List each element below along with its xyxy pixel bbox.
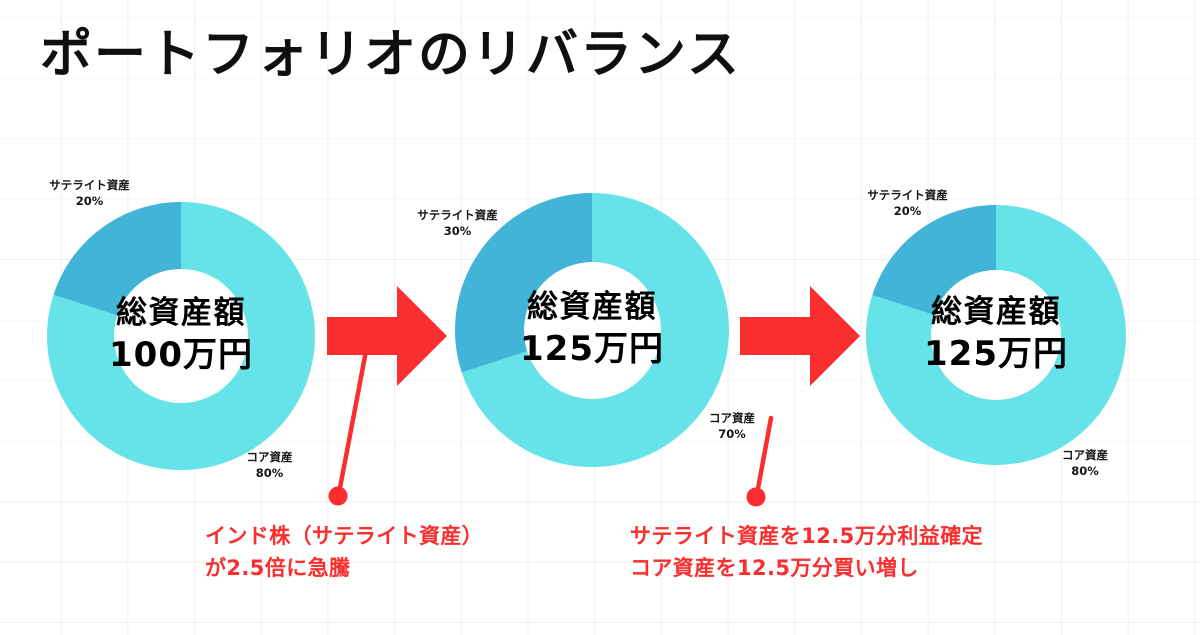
donut-center-before: 総資産額 100万円 (109, 269, 252, 403)
page-title: ポートフォリオのリバランス (40, 25, 741, 85)
satellite-label-text-before: サテライト資産 (49, 178, 130, 192)
total-asset-title-after-surge: 総資産額 (527, 289, 657, 326)
total-asset-title-after-rebalance: 総資産額 (931, 294, 1061, 331)
donut-center-after-surge: 総資産額 125万円 (520, 261, 663, 399)
satellite-label-after-rebalance: サテライト資産 20% (860, 188, 955, 219)
core-pct-after-rebalance: 80% (1071, 463, 1099, 478)
callout-connector-2 (746, 415, 774, 507)
core-label-after-surge: コア資産 70% (697, 411, 767, 442)
donut-chart-after-surge: 総資産額 125万円 (455, 193, 729, 467)
total-asset-value-before: 100万円 (109, 335, 253, 376)
satellite-label-after-surge: サテライト資産 30% (410, 208, 505, 239)
satellite-pct-after-rebalance: 20% (893, 203, 922, 218)
core-label-text-after-rebalance: コア資産 (1062, 448, 1108, 462)
satellite-label-text-after-rebalance: サテライト資産 (867, 188, 948, 202)
annotation-rebalance-line2: コア資産を12.5万分買い増し (630, 555, 919, 580)
satellite-label-text-after-surge: サテライト資産 (417, 208, 498, 222)
arrow-right-2 (740, 286, 860, 386)
annotation-surge: インド株（サテライト資産） が2.5倍に急騰 (205, 521, 483, 585)
satellite-pct-after-surge: 30% (443, 223, 472, 238)
annotation-rebalance: サテライト資産を12.5万分利益確定 コア資産を12.5万分買い増し (630, 521, 983, 585)
total-asset-value-after-surge: 125万円 (520, 329, 664, 370)
donut-center-after-rebalance: 総資産額 125万円 (924, 270, 1067, 400)
core-pct-after-surge: 70% (718, 426, 746, 441)
core-label-before: コア資産 80% (232, 450, 307, 481)
core-label-text-after-surge: コア資産 (709, 411, 755, 425)
total-asset-value-after-rebalance: 125万円 (924, 334, 1068, 375)
callout-connector-1 (328, 327, 373, 506)
total-asset-title-before: 総資産額 (116, 295, 246, 332)
core-label-after-rebalance: コア資産 80% (1050, 448, 1120, 479)
annotation-rebalance-line1: サテライト資産を12.5万分利益確定 (630, 524, 984, 548)
satellite-pct-before: 20% (75, 193, 104, 208)
satellite-label-before: サテライト資産 20% (42, 178, 137, 209)
core-label-text-before: コア資産 (246, 450, 293, 464)
donut-chart-before: 総資産額 100万円 (47, 202, 315, 470)
arrow-right-1 (327, 286, 447, 386)
donut-chart-after-rebalance: 総資産額 125万円 (866, 205, 1126, 465)
annotation-surge-line1: インド株（サテライト資産） (205, 524, 484, 548)
annotation-surge-line2: が2.5倍に急騰 (205, 555, 351, 580)
core-pct-before: 80% (255, 465, 284, 480)
